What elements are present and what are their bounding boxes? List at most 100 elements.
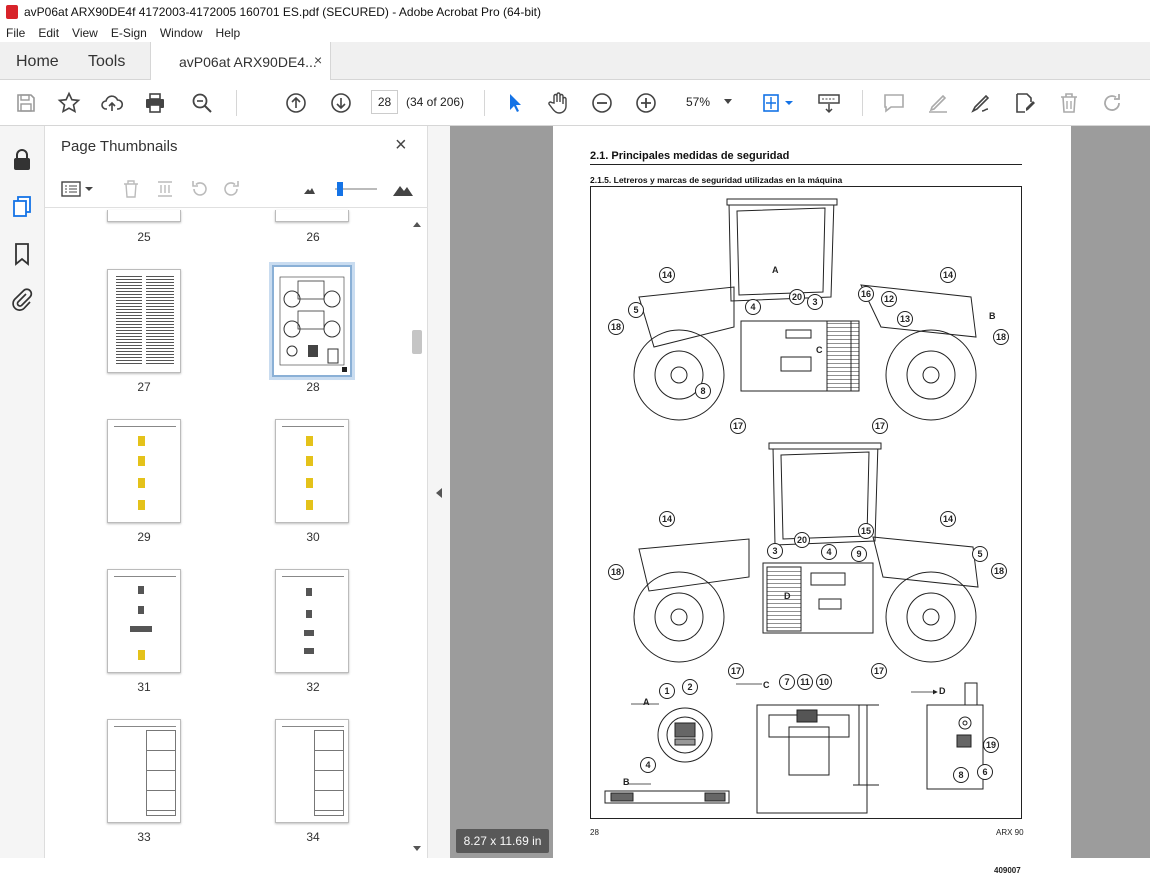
- rule-line: [114, 426, 176, 427]
- text-lines: [116, 276, 142, 366]
- menu-esign[interactable]: E-Sign: [110, 25, 147, 40]
- callout: 17: [871, 663, 887, 679]
- sticker-mark: [306, 588, 312, 596]
- thumbnail-page-33[interactable]: [107, 719, 181, 823]
- callout: 9: [851, 546, 867, 562]
- menu-file[interactable]: File: [6, 25, 26, 40]
- view-label: D: [939, 686, 946, 696]
- zoom-in-icon[interactable]: [634, 91, 658, 115]
- slider-knob[interactable]: [337, 182, 343, 196]
- previous-page-icon[interactable]: [284, 91, 308, 115]
- scroll-down-icon[interactable]: [413, 846, 421, 851]
- scroll-mode-icon[interactable]: [817, 91, 841, 115]
- callout: 3: [807, 294, 823, 310]
- page-count: (34 of 206): [406, 95, 465, 109]
- view-label: D: [784, 591, 791, 601]
- rule-line: [282, 726, 344, 727]
- callout: 16: [858, 286, 874, 302]
- highlight-pen-icon[interactable]: [926, 91, 950, 115]
- page-thumbnails-icon[interactable]: [10, 194, 34, 218]
- zoom-search-icon[interactable]: [190, 91, 214, 115]
- sticker-mark: [304, 648, 314, 654]
- print-icon[interactable]: [143, 91, 167, 115]
- callout: 20: [794, 532, 810, 548]
- rotate-right-icon[interactable]: [222, 179, 242, 199]
- menu-window[interactable]: Window: [159, 25, 203, 40]
- thumbnail-page-31[interactable]: [107, 569, 181, 673]
- tab-document[interactable]: avP06at ARX90DE4... ×: [150, 42, 331, 81]
- acrobat-logo-icon: [6, 4, 18, 19]
- redo-icon[interactable]: [1100, 91, 1124, 115]
- callout: 4: [821, 544, 837, 560]
- menu-help[interactable]: Help: [215, 25, 241, 40]
- zoom-select[interactable]: 57%: [678, 90, 738, 114]
- callout: 11: [797, 674, 813, 690]
- callout: 17: [872, 418, 888, 434]
- save-icon[interactable]: [14, 91, 38, 115]
- edit-form-icon[interactable]: [1013, 91, 1037, 115]
- callout: 18: [608, 319, 624, 335]
- thumbnails-scrollbar[interactable]: [411, 220, 423, 856]
- thumbnail-page-25[interactable]: [107, 210, 181, 222]
- tab-bar: Home Tools avP06at ARX90DE4... ×: [0, 42, 1150, 81]
- thumbnail-page-29[interactable]: [107, 419, 181, 523]
- menu-edit[interactable]: Edit: [38, 25, 60, 40]
- close-panel-icon[interactable]: ×: [395, 134, 407, 156]
- bookmark-icon[interactable]: [10, 242, 34, 266]
- collapse-panel-handle[interactable]: [428, 126, 450, 858]
- scroll-up-icon[interactable]: [413, 222, 421, 227]
- scrollbar-thumb[interactable]: [412, 330, 422, 354]
- zoom-out-icon[interactable]: [590, 91, 614, 115]
- subsection-heading: 2.1.5. Letreros y marcas de seguridad ut…: [590, 175, 843, 185]
- menu-view[interactable]: View: [72, 25, 98, 40]
- page-number-input[interactable]: 28: [371, 90, 398, 114]
- upload-cloud-icon[interactable]: [100, 91, 124, 115]
- delete-page-icon[interactable]: [121, 179, 141, 199]
- rotate-left-icon[interactable]: [189, 179, 209, 199]
- close-tab-icon[interactable]: ×: [314, 52, 323, 68]
- delete-icon[interactable]: [1057, 91, 1081, 115]
- view-label: C: [763, 680, 770, 690]
- thumbnail-label: 25: [137, 230, 151, 244]
- extract-page-icon[interactable]: [155, 179, 175, 199]
- callout: 14: [659, 267, 675, 283]
- options-menu-icon[interactable]: [61, 179, 97, 199]
- sign-pen-icon[interactable]: [969, 91, 993, 115]
- hand-tool-icon[interactable]: [546, 91, 570, 115]
- mountain-small-icon[interactable]: [299, 179, 319, 199]
- next-page-icon[interactable]: [329, 91, 353, 115]
- thumbnail-page-30[interactable]: [275, 419, 349, 523]
- comment-icon[interactable]: [882, 91, 906, 115]
- thumbnail-size-slider[interactable]: [335, 182, 377, 196]
- bookmark-star-icon[interactable]: [57, 91, 81, 115]
- sticker-mark: [138, 650, 145, 660]
- callout: 18: [993, 329, 1009, 345]
- callout: 4: [745, 299, 761, 315]
- document-viewer[interactable]: 2.1. Principales medidas de seguridad 2.…: [450, 126, 1150, 875]
- title-bar: avP06at ARX90DE4f 4172003-4172005 160701…: [0, 0, 1150, 23]
- select-cursor-icon[interactable]: [503, 91, 527, 115]
- lock-icon[interactable]: [10, 148, 34, 172]
- thumbnail-page-28[interactable]: [269, 262, 355, 380]
- thumbnail-page-32[interactable]: [275, 569, 349, 673]
- thumbnail-label: 29: [137, 530, 151, 544]
- attachment-icon[interactable]: [10, 288, 34, 312]
- tab-home[interactable]: Home: [16, 53, 59, 70]
- thumbnail-label: 31: [137, 680, 151, 694]
- view-label: A: [772, 265, 779, 275]
- thumbnail-page-34[interactable]: [275, 719, 349, 823]
- mountain-large-icon[interactable]: [392, 179, 414, 199]
- section-heading: 2.1. Principales medidas de seguridad: [590, 150, 790, 162]
- heading-rule: [590, 164, 1022, 165]
- thumbnail-page-26[interactable]: [275, 210, 349, 222]
- thumbnail-page-27[interactable]: [107, 269, 181, 373]
- callout: 18: [608, 564, 624, 580]
- view-label: B: [623, 777, 630, 787]
- view-label: A: [643, 697, 650, 707]
- tab-tools[interactable]: Tools: [88, 53, 126, 70]
- roller-drawing: [604, 198, 984, 814]
- toolbar-divider: [484, 90, 485, 116]
- sticker-mark: [306, 610, 312, 618]
- fit-page-icon[interactable]: [760, 91, 794, 115]
- sticker-mark: [138, 436, 145, 446]
